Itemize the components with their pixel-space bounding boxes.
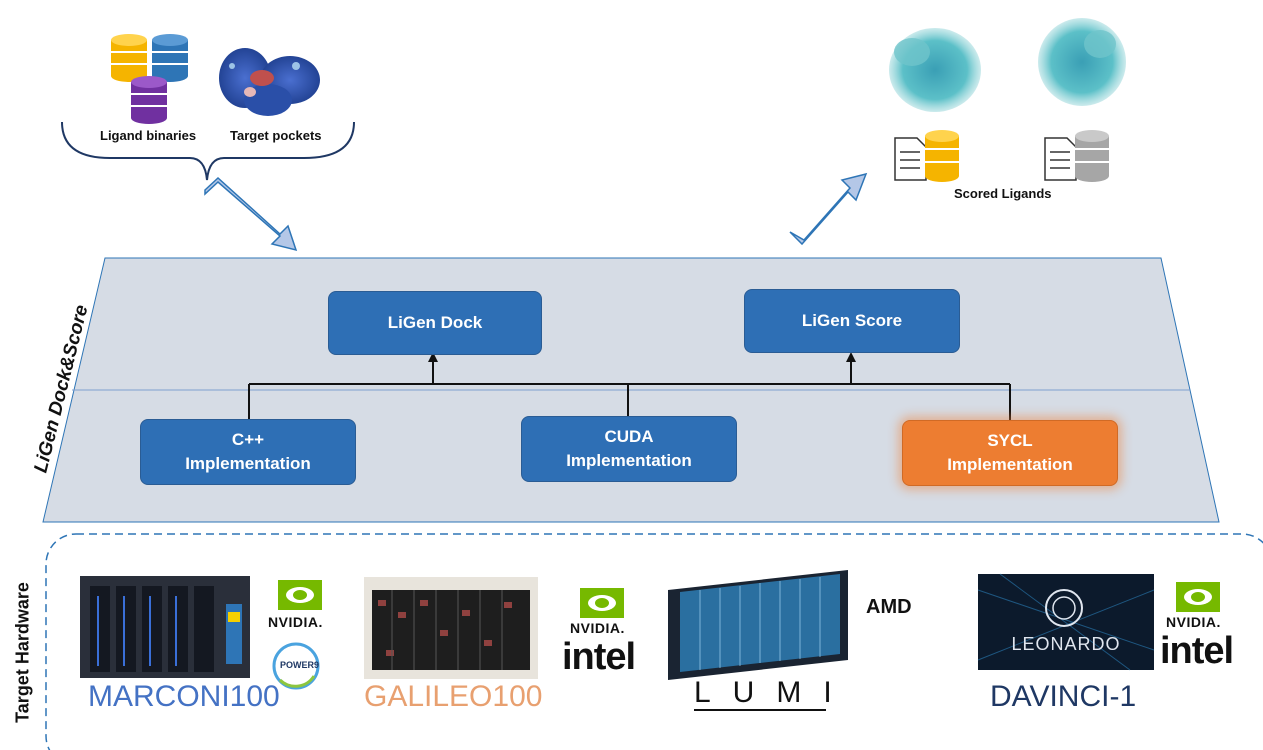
hardware-container [45,533,1263,750]
scored-ligands-label: Scored Ligands [954,186,1052,201]
arrowhead-score [846,352,856,362]
cpp-impl-line1: C++ [231,430,265,449]
intel-label-1: intel [562,636,636,678]
db-yellow-icon [111,34,147,82]
nvidia-eye-icon-2 [580,588,624,618]
galileo100-photo [364,577,538,679]
hardware-side-label: Target Hardware [12,582,33,723]
sycl-impl-line2: Implementation [947,455,1073,474]
db-yellow-output-icon [925,130,959,182]
intel-label-2: intel [1160,630,1234,672]
davinci1-name: DAVINCI-1 [990,680,1137,713]
target-pockets-label: Target pockets [230,128,322,143]
input-brace [61,121,355,181]
marconi100-photo [80,576,250,678]
ligen-score-label: LiGen Score [801,311,903,330]
power9-badge-icon [272,642,320,690]
ligen-score-box[interactable]: LiGen Score [744,289,960,353]
cuda-impl-line2: Implementation [566,451,692,470]
nvidia-label-1: NVIDIA. [268,614,323,630]
arrowhead-dock [428,352,438,362]
cpp-impl-line2: Implementation [185,454,311,473]
cpp-implementation-box[interactable]: C++ Implementation [140,419,356,485]
ligen-dock-label: LiGen Dock [387,313,483,332]
scored-blob-2-icon [1038,18,1126,106]
scored-blob-1-icon [889,28,981,112]
connector-lines [248,360,1011,420]
db-blue-icon [152,34,188,82]
ligen-dock-box[interactable]: LiGen Dock [328,291,542,355]
db-purple-icon [131,76,167,124]
protein-pocket-icon [219,48,320,116]
nvidia-eye-icon-1 [278,580,322,610]
input-arrow [204,176,298,252]
cuda-implementation-box[interactable]: CUDA Implementation [521,416,737,482]
nvidia-eye-icon-3 [1176,582,1220,612]
lumi-name: LUMI [694,676,854,709]
leonardo-photo [977,573,1155,671]
output-arrow [789,172,868,246]
power9-label: POWER9 [280,660,320,670]
db-gray-output-icon [1075,130,1109,182]
marconi100-name: MARCONI100 [88,680,280,713]
document-icon-1 [894,137,927,181]
leonardo-logo-label: LEONARDO [1011,634,1121,654]
document-icon-2 [1044,137,1077,181]
ligand-binaries-label: Ligand binaries [100,128,197,143]
cuda-impl-line1: CUDA [604,427,654,446]
galileo100-name: GALILEO100 [364,680,543,713]
sycl-implementation-box[interactable]: SYCL Implementation [902,420,1118,486]
nvidia-label-2: NVIDIA. [570,620,625,636]
amd-label: AMD [866,596,912,618]
sycl-impl-line1: SYCL [987,431,1033,450]
lumi-photo [668,570,848,711]
nvidia-label-3: NVIDIA. [1166,614,1221,630]
